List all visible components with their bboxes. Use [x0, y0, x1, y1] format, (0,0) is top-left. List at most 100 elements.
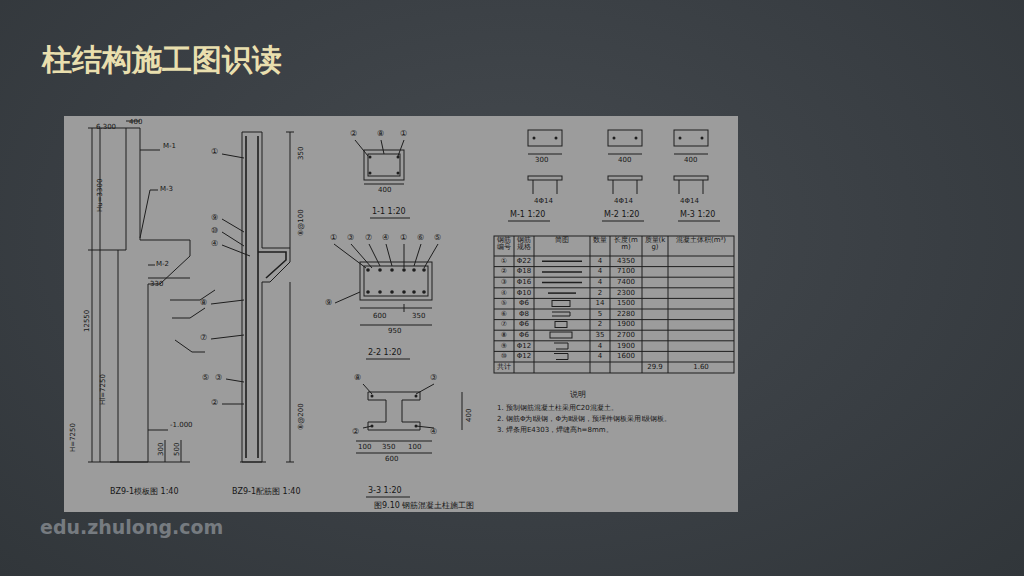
table-cell: 7400 [611, 279, 641, 286]
callout-number: ④ [382, 234, 389, 242]
note: 1. 预制钢筋混凝土柱采用C20混凝土。 [497, 405, 735, 412]
rebar-spacing: ⑧@100 [298, 209, 305, 236]
view-title: 2-2 1:20 [368, 349, 402, 357]
dimension: 330 [150, 281, 163, 288]
table-header: 钢筋编号 [495, 237, 513, 252]
table-cell: 2 [591, 290, 609, 297]
part-name: M-3 [160, 186, 173, 193]
elevation-mark: -1.000 [170, 422, 193, 429]
dimension: 350 [412, 313, 425, 320]
callout-number: ③ [430, 374, 437, 382]
callout-number: ⑨ [211, 214, 218, 222]
table-cell: 4 [591, 279, 609, 286]
view-title: 1-1 1:20 [372, 208, 406, 216]
table-cell: 共计 [495, 364, 513, 371]
table-cell: 4 [591, 258, 609, 265]
dimension: 350 [382, 444, 395, 451]
callout-number: ① [330, 234, 337, 242]
table-cell: 35 [591, 332, 609, 339]
table-cell: ⑧ [495, 332, 513, 339]
table-header: 混凝土体积(m³) [669, 237, 733, 244]
rebar-spacing: ⑧@200 [298, 403, 305, 430]
table-cell: ⑦ [495, 321, 513, 328]
rebar-spec: 4Φ14 [534, 198, 553, 205]
note-heading: 说明 [570, 391, 808, 399]
table-cell: 2 [591, 321, 609, 328]
table-cell: 4 [591, 343, 609, 350]
table-cell: ② [495, 268, 513, 275]
table-cell: 14 [591, 300, 609, 307]
table-cell: Φ12 [515, 343, 533, 350]
callout-number: ① [400, 234, 407, 242]
table-cell: 2300 [611, 290, 641, 297]
rebar-spec: 4Φ14 [680, 198, 699, 205]
callout-number: ⑧ [377, 130, 384, 138]
dimension: 350 [298, 147, 305, 160]
callout-number: ② [350, 130, 357, 138]
table-header: 质量(kg) [643, 237, 667, 252]
table-cell: ⑤ [495, 300, 513, 307]
view-title: 3-3 1:20 [368, 487, 402, 495]
callout-number: ① [400, 130, 407, 138]
table-header: 长度(mm) [611, 237, 641, 252]
callout-number: ② [352, 428, 359, 436]
view-title: BZ9-1配筋图 1:40 [232, 488, 301, 496]
dimension: 100 [408, 444, 421, 451]
callout-number: ⑤ [202, 374, 209, 382]
table-header: 数量 [591, 237, 609, 244]
table-cell: 4350 [611, 258, 641, 265]
dimension: 400 [378, 187, 391, 194]
callout-number: ② [211, 399, 218, 407]
callout-number: ⑤ [434, 234, 441, 242]
part-name: M-1 [163, 143, 176, 150]
table-cell: 1600 [611, 353, 641, 360]
view-title: BZ9-1模板图 1:40 [110, 488, 179, 496]
table-cell: ⑨ [495, 343, 513, 350]
callout-number: ⑦ [365, 234, 372, 242]
note: 3. 焊条用E4303，焊缝高h=8mm。 [497, 427, 735, 434]
table-cell: 2280 [611, 311, 641, 318]
view-title: M-1 1:20 [510, 211, 545, 219]
table-cell: Φ18 [515, 268, 533, 275]
table-cell: Φ6 [515, 300, 533, 307]
note: 2. 钢筋Φ为Ⅰ级钢，Φ为Ⅱ级钢，预埋件钢板采用Ⅰ级钢板。 [497, 416, 735, 423]
callout-number: ⑧ [354, 374, 361, 382]
table-cell: 29.9 [643, 364, 667, 371]
dimension: 300 [535, 157, 548, 164]
dimension: 300 [158, 443, 165, 456]
table-cell: ① [495, 258, 513, 265]
table-cell: Φ22 [515, 258, 533, 265]
dimension: 600 [373, 313, 386, 320]
table-cell: Φ12 [515, 353, 533, 360]
dimension: 400 [684, 157, 697, 164]
callout-number: ③ [215, 374, 222, 382]
table-cell: 1900 [611, 321, 641, 328]
table-header: 简图 [535, 237, 589, 244]
table-cell: 1500 [611, 300, 641, 307]
table-cell: Φ8 [515, 311, 533, 318]
dimension: 400 [618, 157, 631, 164]
dimension: 600 [385, 456, 398, 463]
callout-number: ① [211, 148, 218, 156]
callout-number: ⑩ [211, 227, 218, 235]
dimension: 100 [358, 444, 371, 451]
dimension: 12550 [84, 310, 91, 332]
figure-caption: 图9.10 钢筋混凝土柱施工图 [374, 500, 474, 511]
table-cell: 1.60 [669, 364, 733, 371]
dimension: 950 [388, 328, 401, 335]
callout-number: ⑦ [200, 334, 207, 342]
dimension: Hu=3300 [97, 179, 104, 212]
callout-number: ④ [430, 428, 437, 436]
callout-number: ⑨ [325, 299, 332, 307]
callout-number: ⑧ [200, 299, 207, 307]
table-cell: Φ10 [515, 290, 533, 297]
table-cell: ④ [495, 290, 513, 297]
rebar-spec: 4Φ14 [614, 198, 633, 205]
table-cell: 7100 [611, 268, 641, 275]
table-cell: Φ16 [515, 279, 533, 286]
dimension: H=7250 [70, 423, 77, 452]
dimension: Hl=7250 [100, 374, 107, 405]
table-cell: 2700 [611, 332, 641, 339]
watermark: edu.zhulong.com [40, 518, 223, 537]
table-header: 钢筋规格 [515, 237, 533, 252]
